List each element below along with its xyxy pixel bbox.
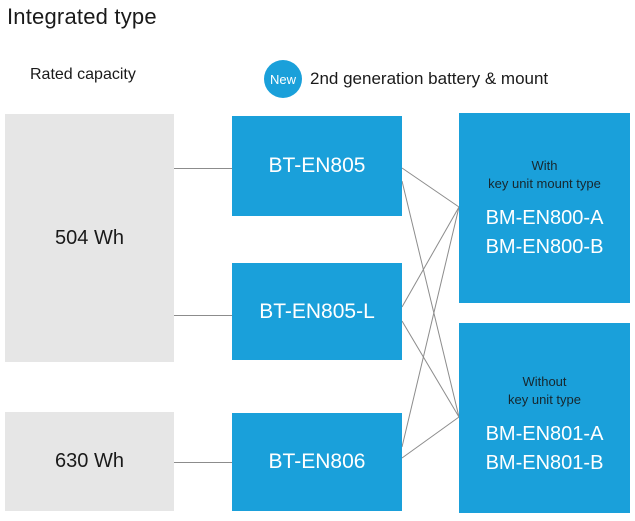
mount-model-list: BM-EN801-A BM-EN801-B	[486, 420, 604, 478]
mount-note: With key unit mount type	[488, 157, 601, 192]
capacity-label: 504 Wh	[55, 226, 124, 249]
mount-model: BM-EN800-B	[485, 236, 604, 259]
battery-box-bt-en805: BT-EN805	[232, 116, 402, 216]
mount-model: BM-EN801-B	[485, 452, 604, 475]
mount-model: BM-EN800-A	[485, 207, 604, 230]
new-badge: New	[264, 60, 302, 98]
battery-label: BT-EN805-L	[259, 299, 375, 323]
capacity-box-630wh: 630 Wh	[5, 412, 174, 511]
mount-box-without-key-unit: Without key unit type BM-EN801-A BM-EN80…	[459, 323, 630, 513]
mount-box-with-key-unit: With key unit mount type BM-EN800-A BM-E…	[459, 113, 630, 303]
battery-label: BT-EN806	[268, 450, 366, 473]
page-title: Integrated type	[7, 4, 157, 29]
battery-label: BT-EN805	[268, 154, 366, 177]
mount-note-line2: key unit mount type	[488, 175, 601, 191]
mount-model: BM-EN801-A	[485, 423, 604, 446]
rated-capacity-label: Rated capacity	[30, 66, 136, 83]
connector-en806-bm801	[401, 416, 460, 459]
mount-note-line2: key unit type	[508, 391, 581, 407]
mount-note-line1: Without	[522, 374, 567, 389]
mount-note-line1: With	[531, 158, 558, 173]
connector-en805l-bm801	[401, 320, 460, 418]
capacity-box-504wh: 504 Wh	[5, 114, 174, 362]
battery-box-bt-en806: BT-EN806	[232, 413, 402, 511]
capacity-label: 630 Wh	[55, 450, 124, 472]
connector-en806-bm800	[401, 206, 460, 448]
connector-en805l-bm800	[401, 206, 460, 308]
mount-model-list: BM-EN800-A BM-EN800-B	[486, 204, 604, 262]
mount-note: Without key unit type	[508, 373, 581, 408]
generation-label: 2nd generation battery & mount	[310, 69, 549, 88]
connector-en805-bm801	[401, 180, 460, 418]
battery-box-bt-en805-l: BT-EN805-L	[232, 263, 402, 360]
connector-en805-bm800	[401, 167, 460, 208]
